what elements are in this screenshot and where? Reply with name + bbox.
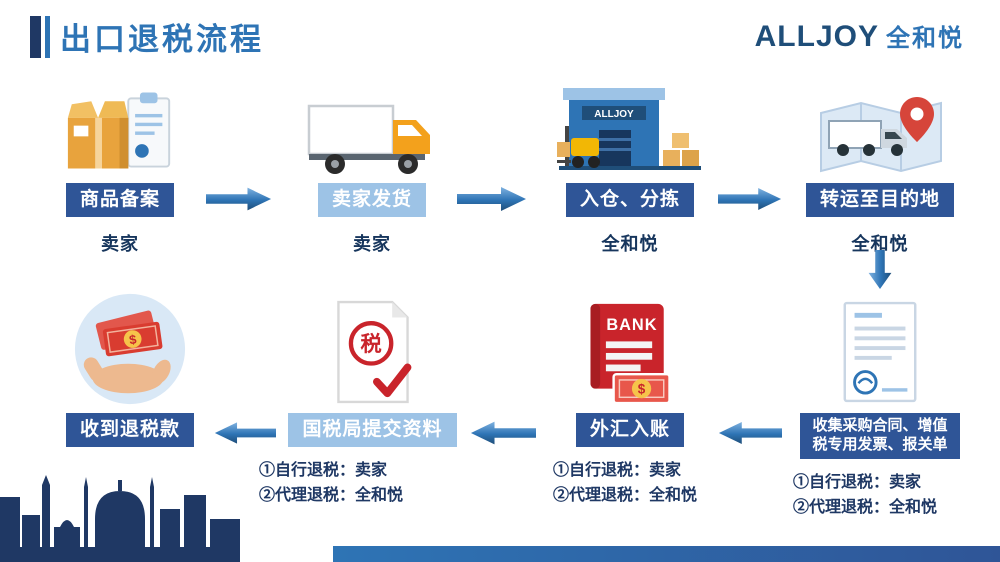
notes-tax-bureau-submit: ①自行退税：卖家 ②代理退税：全和悦: [255, 458, 490, 509]
title-accent-bar-dark: [30, 15, 41, 58]
step-owner-warehouse-sorting: 全和悦: [601, 233, 659, 254]
money-symbol-text-2: $: [638, 381, 646, 396]
note-agent-refund: ②代理退税：全和悦: [553, 487, 698, 505]
arrow-right-3: [718, 188, 782, 210]
arrow-left-2: [470, 421, 536, 445]
note-agent-refund: ②代理退税：全和悦: [793, 499, 938, 517]
page-title: 出口退税流程: [60, 22, 264, 57]
title-accent-bar-light: [45, 15, 50, 58]
step-forex-receipt: BANK $ 外汇入账 ①自行退税：卖家 ②代理退税：全和悦: [535, 286, 725, 509]
brand-logo: ALLJOY 全和悦: [755, 18, 964, 54]
notes-collect-documents: ①自行退税：卖家 ②代理退税：全和悦: [785, 470, 975, 521]
truck-map-pin-icon: [819, 97, 942, 173]
contract-documents-icon: [843, 301, 917, 403]
arrow-right-1: [206, 187, 272, 211]
arrow-right-2: [457, 187, 526, 211]
tax-seal-document-icon: 税: [336, 300, 411, 404]
step-collect-documents: 收集采购合同、增值 税专用发票、报关单 ①自行退税：卖家 ②代理退税：全和悦: [785, 286, 975, 521]
tax-seal-text: 税: [360, 331, 381, 356]
bottom-accent-bar: [333, 546, 1000, 562]
step-label-transfer-destination: 转运至目的地: [805, 183, 954, 217]
warehouse-forklift-icon: ALLJOY: [557, 88, 701, 170]
step-label-warehouse-sorting: 入仓、分拣: [565, 183, 694, 217]
step-tax-bureau-submit: 税 国税局提交资料 ①自行退税：卖家 ②代理退税：全和悦: [255, 286, 490, 509]
notes-forex-receipt: ①自行退税：卖家 ②代理退税：全和悦: [535, 458, 725, 509]
step-seller-shipping: 卖家发货 卖家: [277, 72, 467, 256]
step-label-forex-receipt: 外汇入账: [575, 413, 684, 447]
step-label-collect-documents: 收集采购合同、增值 税专用发票、报关单: [800, 413, 960, 459]
step-owner-product-registration: 卖家: [101, 233, 139, 254]
brand-logo-en: ALLJOY: [754, 20, 879, 53]
bank-label-text: BANK: [606, 316, 657, 334]
note-self-refund: ①自行退税：卖家: [553, 461, 682, 479]
delivery-truck-icon: [307, 104, 430, 174]
package-box-icon: [67, 92, 171, 169]
step-receive-refund: $ 收到退税款: [25, 286, 235, 447]
brand-logo-cn: 全和悦: [886, 25, 964, 52]
hand-money-icon: $: [74, 293, 186, 405]
warehouse-sign-text: ALLJOY: [594, 109, 634, 120]
bank-passbook-icon: BANK $: [590, 303, 671, 405]
step-label-tax-bureau-submit: 国税局提交资料: [288, 413, 457, 447]
money-symbol-text: $: [128, 332, 137, 348]
city-skyline-silhouette: [0, 475, 240, 562]
note-self-refund: ①自行退税：卖家: [793, 473, 922, 491]
arrow-left-1: [214, 422, 276, 444]
note-agent-refund: ②代理退税：全和悦: [259, 487, 404, 505]
step-owner-transfer-destination: 全和悦: [851, 233, 909, 254]
arrow-down: [868, 250, 892, 290]
step-warehouse-sorting: ALLJOY 入仓、分拣 全和悦: [535, 72, 725, 256]
title-block: 出口退税流程: [30, 14, 264, 59]
step-label-product-registration: 商品备案: [65, 183, 174, 217]
step-label-seller-shipping: 卖家发货: [317, 183, 426, 217]
step-owner-seller-shipping: 卖家: [353, 233, 391, 254]
note-self-refund: ①自行退税：卖家: [259, 461, 388, 479]
step-label-receive-refund: 收到退税款: [65, 413, 194, 447]
arrow-left-3: [718, 422, 782, 444]
step-transfer-destination: 转运至目的地 全和悦: [785, 72, 975, 256]
step-product-registration: 商品备案 卖家: [25, 72, 215, 256]
